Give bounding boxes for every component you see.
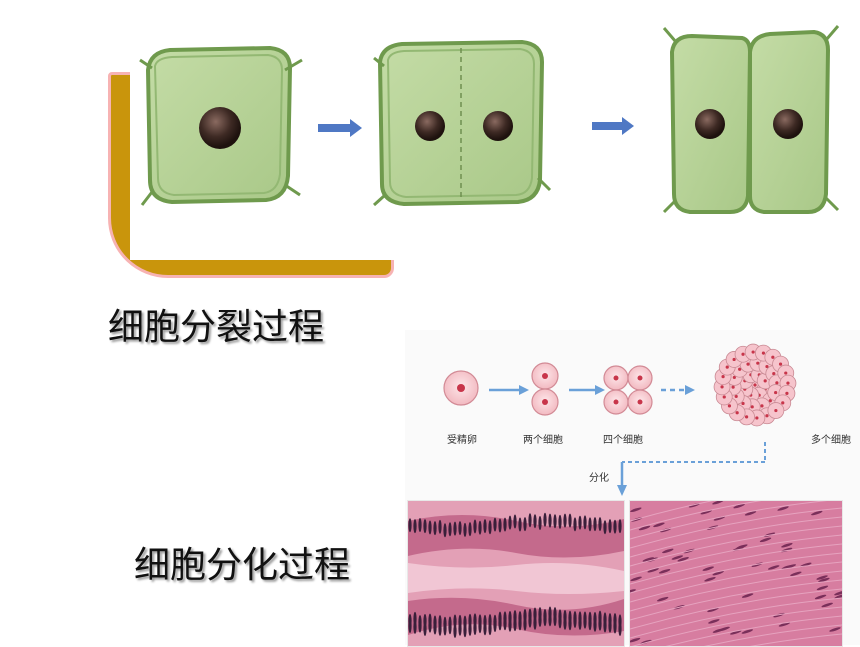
cell-differentiation-title: 细胞分化过程 [134,545,351,586]
cell-division-title: 细胞分裂过程 [108,307,325,348]
arrow-icon [318,119,362,137]
cell-stage-1 [139,45,303,206]
label-four-cells: 四个细胞 [603,435,643,446]
nucleus [415,111,445,141]
label-many-cells: 多个细胞 [811,435,851,446]
cell-stage-3 [662,25,840,214]
arrow-icon [569,385,605,395]
cell-stage-2 [372,39,552,207]
label-two-cells: 两个细胞 [523,435,563,446]
embryo-diagram [443,343,797,496]
two-cells [531,362,559,416]
nucleus [695,109,725,139]
nucleus [773,109,803,139]
differentiation-connector [617,442,766,496]
many-cells [713,343,797,427]
nucleus [483,111,513,141]
fertilized-egg [443,370,479,406]
label-fertilized-egg: 受精卵 [447,435,477,446]
dashed-arrow-icon [661,385,695,395]
arrow-icon [489,385,529,395]
cell-division-figure [130,0,860,260]
cell-division-diagram [139,25,840,214]
cell-differentiation-figure: 受精卵 两个细胞 四个细胞 多个细胞 分化 [405,330,860,647]
muscle-tissue-image [629,500,843,647]
four-cells [603,365,653,415]
nucleus [199,107,241,149]
arrow-icon [592,117,634,135]
epithelial-tissue-image [407,500,625,647]
label-differentiation: 分化 [589,473,609,484]
